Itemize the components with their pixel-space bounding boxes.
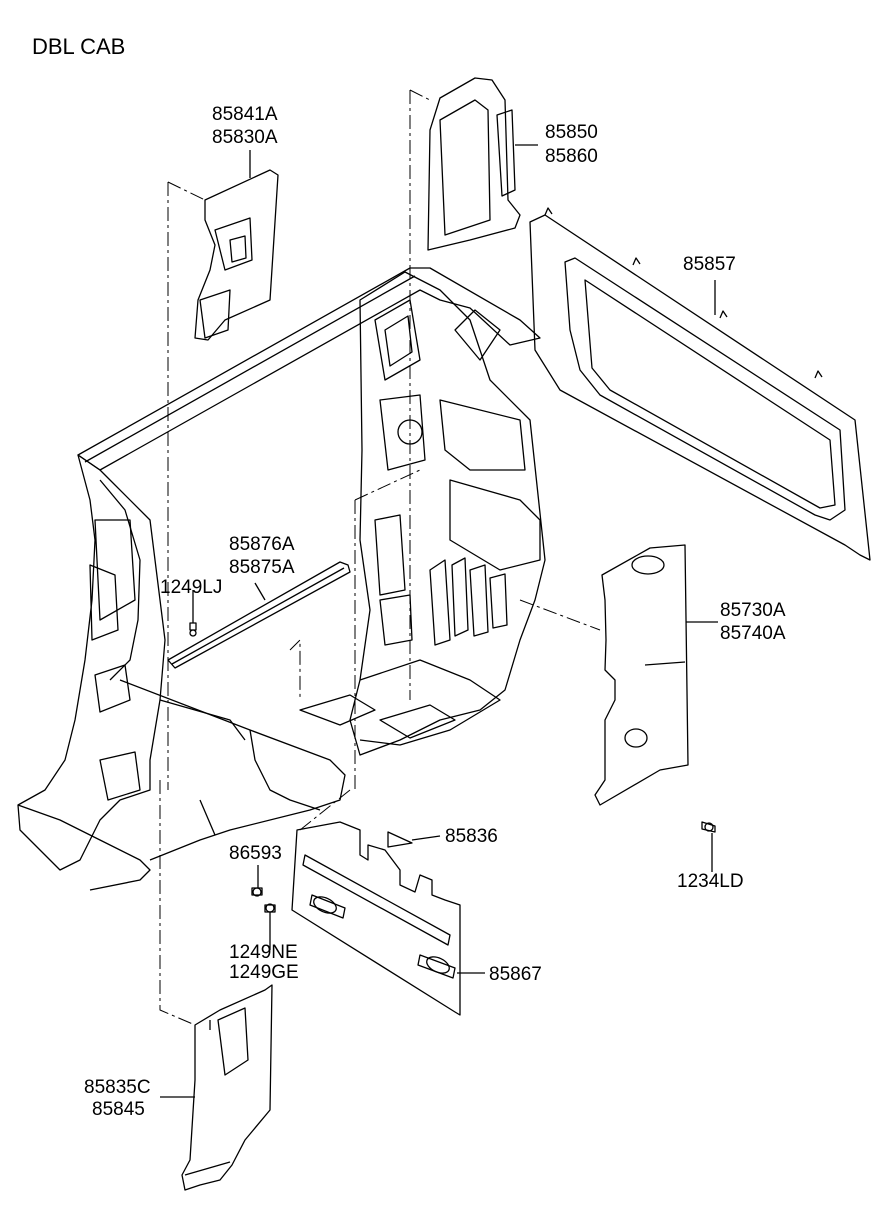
part-number-85875a: 85875A: [229, 557, 295, 578]
part-number-85845: 85845: [92, 1099, 145, 1120]
part-85730a-lower-trim: [594, 544, 689, 806]
part-number-85857: 85857: [683, 254, 736, 275]
screw-1234ld: [701, 821, 716, 865]
part-number-85860: 85860: [545, 146, 598, 167]
label-leaders: [160, 144, 718, 1098]
part-number-1249ne: 1249NE: [229, 942, 298, 963]
part-number-85730a: 85730A: [720, 600, 786, 621]
part-number-85740a: 85740A: [720, 623, 786, 644]
part-number-85876a: 85876A: [229, 534, 295, 555]
fasteners-86593: [251, 868, 276, 948]
part-85850-pillar-trim: [427, 77, 521, 251]
part-85857-back-panel: [529, 207, 871, 561]
part-85841a-trim: [194, 169, 279, 341]
diagram-title: DBL CAB: [32, 34, 126, 59]
part-number-85835c: 85835C: [84, 1077, 151, 1098]
part-85835c-lower-pillar: [181, 984, 273, 1191]
screw-1249lj: [189, 600, 197, 637]
guide-lines: [159, 89, 601, 1026]
part-number-85830a: 85830A: [212, 127, 278, 148]
part-number-1249ge: 1249GE: [229, 962, 299, 983]
cab-body-shell: [17, 267, 546, 891]
part-number-85867: 85867: [489, 964, 542, 985]
part-number-85850: 85850: [545, 122, 598, 143]
part-number-85836: 85836: [445, 826, 498, 847]
part-number-1249lj: 1249LJ: [160, 577, 223, 598]
part-number-1234ld: 1234LD: [677, 871, 744, 892]
part-85867-rear-panel: [291, 821, 461, 1016]
part-number-86593: 86593: [229, 843, 282, 864]
part-85876a-sill-strip: [167, 561, 351, 669]
part-number-85841a: 85841A: [212, 104, 278, 125]
